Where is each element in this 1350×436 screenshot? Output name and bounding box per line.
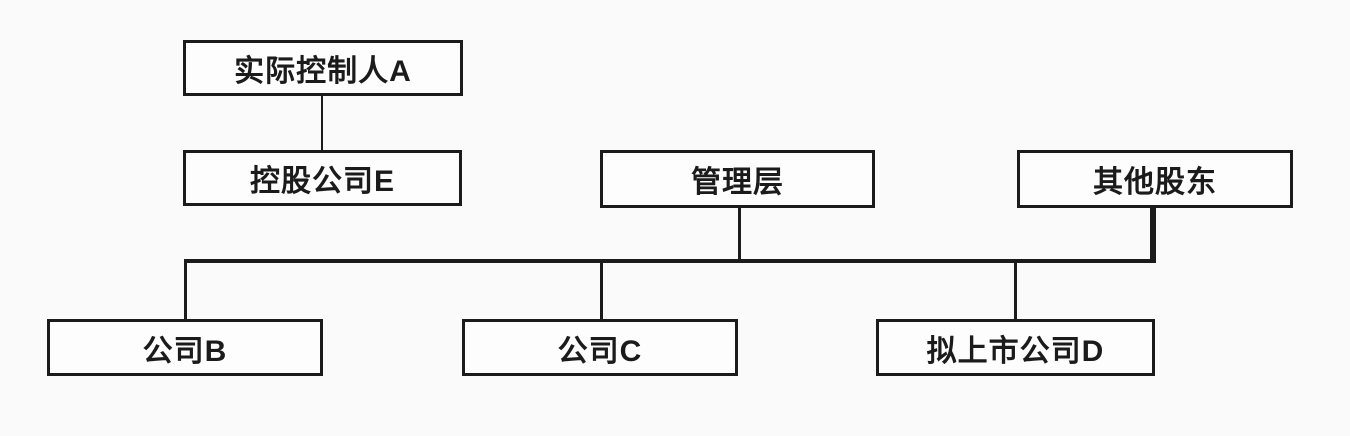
node-holding-company-e: 控股公司E [183,150,462,206]
node-company-b: 公司B [47,319,323,376]
node-company-c-label: 公司C [557,334,643,368]
connector-bus-to-company-c [600,261,603,320]
node-other-shareholders-label: 其他股东 [1093,166,1217,199]
node-controller-a: 实际控制人A [183,40,463,96]
node-company-c: 公司C [462,319,738,376]
connector-management-to-bus [738,206,741,263]
node-other-shareholders: 其他股东 [1017,150,1293,208]
connector-horizontal-bus [184,259,1156,263]
connector-bus-to-company-b [184,259,187,320]
node-management: 管理层 [600,150,875,208]
connector-other-shareholders-to-bus [1150,206,1156,263]
node-listco-d-label: 拟上市公司D [926,334,1105,368]
node-management-label: 管理层 [691,166,784,199]
node-holding-company-e-label: 控股公司E [249,165,395,198]
node-listco-d: 拟上市公司D [876,319,1155,376]
connector-controller-a-to-holding-e [321,94,323,152]
node-company-b-label: 公司B [142,334,228,368]
connector-bus-to-listco-d [1014,261,1017,320]
node-controller-a-label: 实际控制人A [234,55,412,88]
